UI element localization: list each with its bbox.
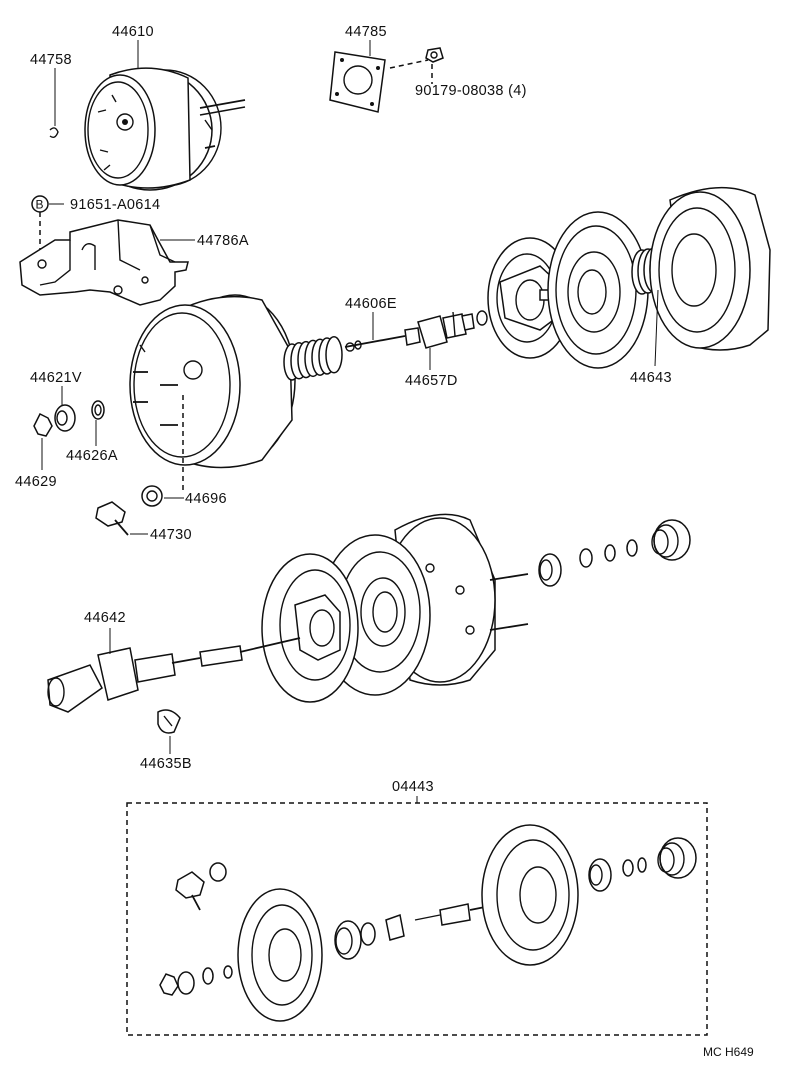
label-44657d: 44657D — [405, 373, 458, 389]
check-valve-44730 — [95, 501, 129, 536]
label-44610: 44610 — [112, 24, 154, 40]
label-44785: 44785 — [345, 24, 387, 40]
label-04443: 04443 — [392, 779, 434, 795]
label-44629: 44629 — [15, 474, 57, 490]
label-44642: 44642 — [84, 610, 126, 626]
label-44730: 44730 — [150, 527, 192, 543]
label-44621v: 44621V — [30, 370, 82, 386]
cap-44696 — [141, 485, 163, 507]
label-44786a: 44786A — [197, 233, 249, 249]
booster-rear-shell — [649, 186, 771, 351]
lower-seals-right — [538, 519, 691, 587]
label-44643: 44643 — [630, 370, 672, 386]
marker-b-letter: B — [36, 198, 44, 212]
diaphragm-spring — [283, 336, 343, 381]
spring-coil — [325, 336, 343, 374]
label-44606e: 44606E — [345, 296, 397, 312]
bracket-44786a — [19, 219, 189, 306]
nut-90179 — [425, 47, 444, 63]
push-rod-44606e — [344, 327, 421, 352]
label-44758: 44758 — [30, 52, 72, 68]
gasket-44785 — [329, 51, 386, 113]
booster-front-shell — [129, 294, 296, 469]
label-44626a: 44626A — [66, 448, 118, 464]
label-90179: 90179-08038 (4) — [415, 83, 527, 99]
piston-rod-44642 — [47, 637, 301, 713]
diaphragm-plate-front — [547, 211, 649, 369]
grommet-44621v — [54, 404, 76, 432]
booster-assembly-44610 — [84, 67, 246, 191]
valve-44657d — [417, 310, 488, 349]
footer-code: MC H649 — [703, 1045, 754, 1059]
label-91651: 91651-A0614 — [70, 197, 160, 213]
clip-44635b — [157, 709, 181, 734]
marker-b: B — [31, 195, 49, 213]
lower-plate-front — [261, 553, 359, 703]
label-44635b: 44635B — [140, 756, 192, 772]
washer-44626a — [91, 400, 105, 420]
retainer-44629 — [33, 412, 53, 437]
kit-contents — [159, 824, 697, 1022]
kit-04443-box — [126, 802, 708, 1036]
label-44696: 44696 — [185, 491, 227, 507]
clip-44758 — [49, 127, 59, 139]
